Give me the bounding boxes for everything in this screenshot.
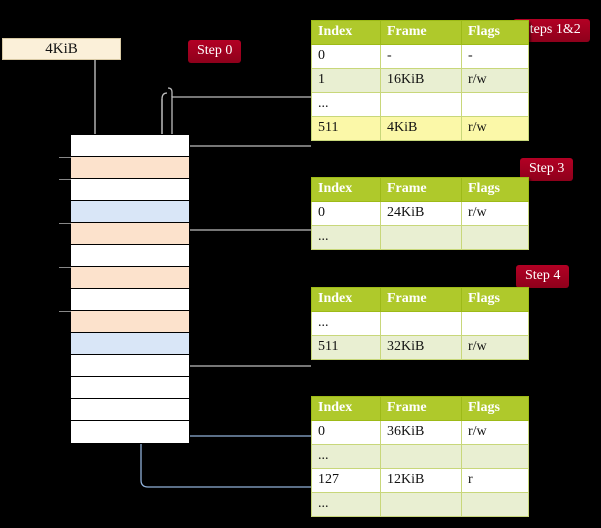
cell-index: ...: [311, 92, 381, 117]
column-header-flags: Flags: [461, 20, 529, 45]
cell-frame: [380, 92, 462, 117]
table-header-row: Index Frame Flags: [311, 20, 529, 45]
cell-index: 0: [311, 201, 381, 226]
memory-frame-row: [71, 201, 189, 223]
table-header-row: Index Frame Flags: [311, 177, 529, 202]
badge-steps-1-2: Steps 1&2: [513, 19, 590, 42]
cell-index: 127: [311, 468, 381, 493]
memory-frame-row: [71, 377, 189, 399]
memory-frame-row: [59, 157, 189, 179]
table-row: 0 - -: [311, 44, 529, 69]
cell-index: ...: [311, 311, 381, 336]
cell-flags: [461, 444, 529, 469]
cell-index: 511: [311, 116, 381, 141]
column-header-frame: Frame: [380, 20, 462, 45]
table-header-row: Index Frame Flags: [311, 396, 529, 421]
table-row: ...: [311, 311, 529, 336]
cell-frame: [380, 225, 462, 250]
memory-frame-row: [71, 289, 189, 311]
memory-frame-row: [71, 399, 189, 421]
badge-step-4-label: Step 4: [525, 268, 561, 283]
cell-frame: 24KiB: [380, 201, 462, 226]
wire-table1-to-frame: [176, 229, 311, 292]
source-frame-label: 4KiB: [45, 41, 78, 57]
memory-frame-row: [59, 267, 189, 289]
column-header-index: Index: [311, 20, 381, 45]
column-header-index: Index: [311, 177, 381, 202]
cell-frame: 12KiB: [380, 468, 462, 493]
memory-frame-row: [71, 135, 189, 157]
physical-memory-column: [59, 134, 190, 444]
column-header-flags: Flags: [461, 177, 529, 202]
table-row: 0 36KiB r/w: [311, 420, 529, 445]
cell-flags: r/w: [461, 420, 529, 445]
table-row-highlighted: 511 4KiB r/w: [311, 116, 529, 141]
wire-table2-to-frame: [168, 308, 311, 367]
memory-frame-row: [59, 179, 189, 201]
table-row: 127 12KiB r: [311, 468, 529, 493]
cell-flags: r/w: [461, 68, 529, 93]
badge-step-4: Step 4: [516, 265, 570, 288]
cell-frame: -: [380, 44, 462, 69]
column-header-flags: Flags: [461, 396, 529, 421]
cell-flags: [461, 311, 529, 336]
table-row: ...: [311, 225, 529, 250]
table-row: ...: [311, 444, 529, 469]
cell-flags: [461, 225, 529, 250]
page-table-level-2: Index Frame Flags ... 511 32KiB r/w: [311, 287, 529, 360]
cell-flags: r/w: [461, 335, 529, 360]
table-row: 0 24KiB r/w: [311, 201, 529, 226]
cell-flags: -: [461, 44, 529, 69]
cell-frame: 32KiB: [380, 335, 462, 360]
badge-step-0: Step 0: [188, 40, 242, 63]
cell-index: ...: [311, 444, 381, 469]
cell-index: 0: [311, 420, 381, 445]
memory-frame-row: [71, 421, 189, 443]
column-header-flags: Flags: [461, 287, 529, 312]
cell-index: 0: [311, 44, 381, 69]
page-table-level-3: Index Frame Flags 0 36KiB r/w ... 127 12…: [311, 396, 529, 517]
column-header-index: Index: [311, 287, 381, 312]
page-table-level-0: Index Frame Flags 0 - - 1 16KiB r/w ...: [311, 20, 529, 141]
cell-frame: 4KiB: [380, 116, 462, 141]
cell-flags: r/w: [461, 116, 529, 141]
cell-index: ...: [311, 492, 381, 517]
cell-frame: [380, 311, 462, 336]
memory-frame-row: [71, 245, 189, 267]
cell-frame: 16KiB: [380, 68, 462, 93]
column-header-index: Index: [311, 396, 381, 421]
column-header-frame: Frame: [380, 396, 462, 421]
memory-frame-row: [71, 333, 189, 355]
table-header-row: Index Frame Flags: [311, 287, 529, 312]
badge-steps-1-2-label: Steps 1&2: [522, 22, 581, 37]
column-header-frame: Frame: [380, 177, 462, 202]
page-table-level-1: Index Frame Flags 0 24KiB r/w ...: [311, 177, 529, 250]
cell-frame: [380, 492, 462, 517]
table-row: 1 16KiB r/w: [311, 68, 529, 93]
badge-step-3: Step 3: [520, 158, 574, 181]
badge-step-3-label: Step 3: [529, 161, 565, 176]
cell-flags: [461, 92, 529, 117]
cell-frame: [380, 444, 462, 469]
cell-flags: r: [461, 468, 529, 493]
memory-frame-row: [59, 311, 189, 333]
cell-index: 1: [311, 68, 381, 93]
cell-index: ...: [311, 225, 381, 250]
table-row: 511 32KiB r/w: [311, 335, 529, 360]
column-header-frame: Frame: [380, 287, 462, 312]
cell-flags: [461, 492, 529, 517]
memory-frame-row: [71, 355, 189, 377]
cell-frame: 36KiB: [380, 420, 462, 445]
badge-step-0-label: Step 0: [197, 43, 233, 58]
table-row: ...: [311, 92, 529, 117]
table-row: ...: [311, 492, 529, 517]
cell-flags: r/w: [461, 201, 529, 226]
source-frame-box: 4KiB: [2, 38, 121, 60]
memory-frame-row: [59, 223, 189, 245]
cell-index: 511: [311, 335, 381, 360]
